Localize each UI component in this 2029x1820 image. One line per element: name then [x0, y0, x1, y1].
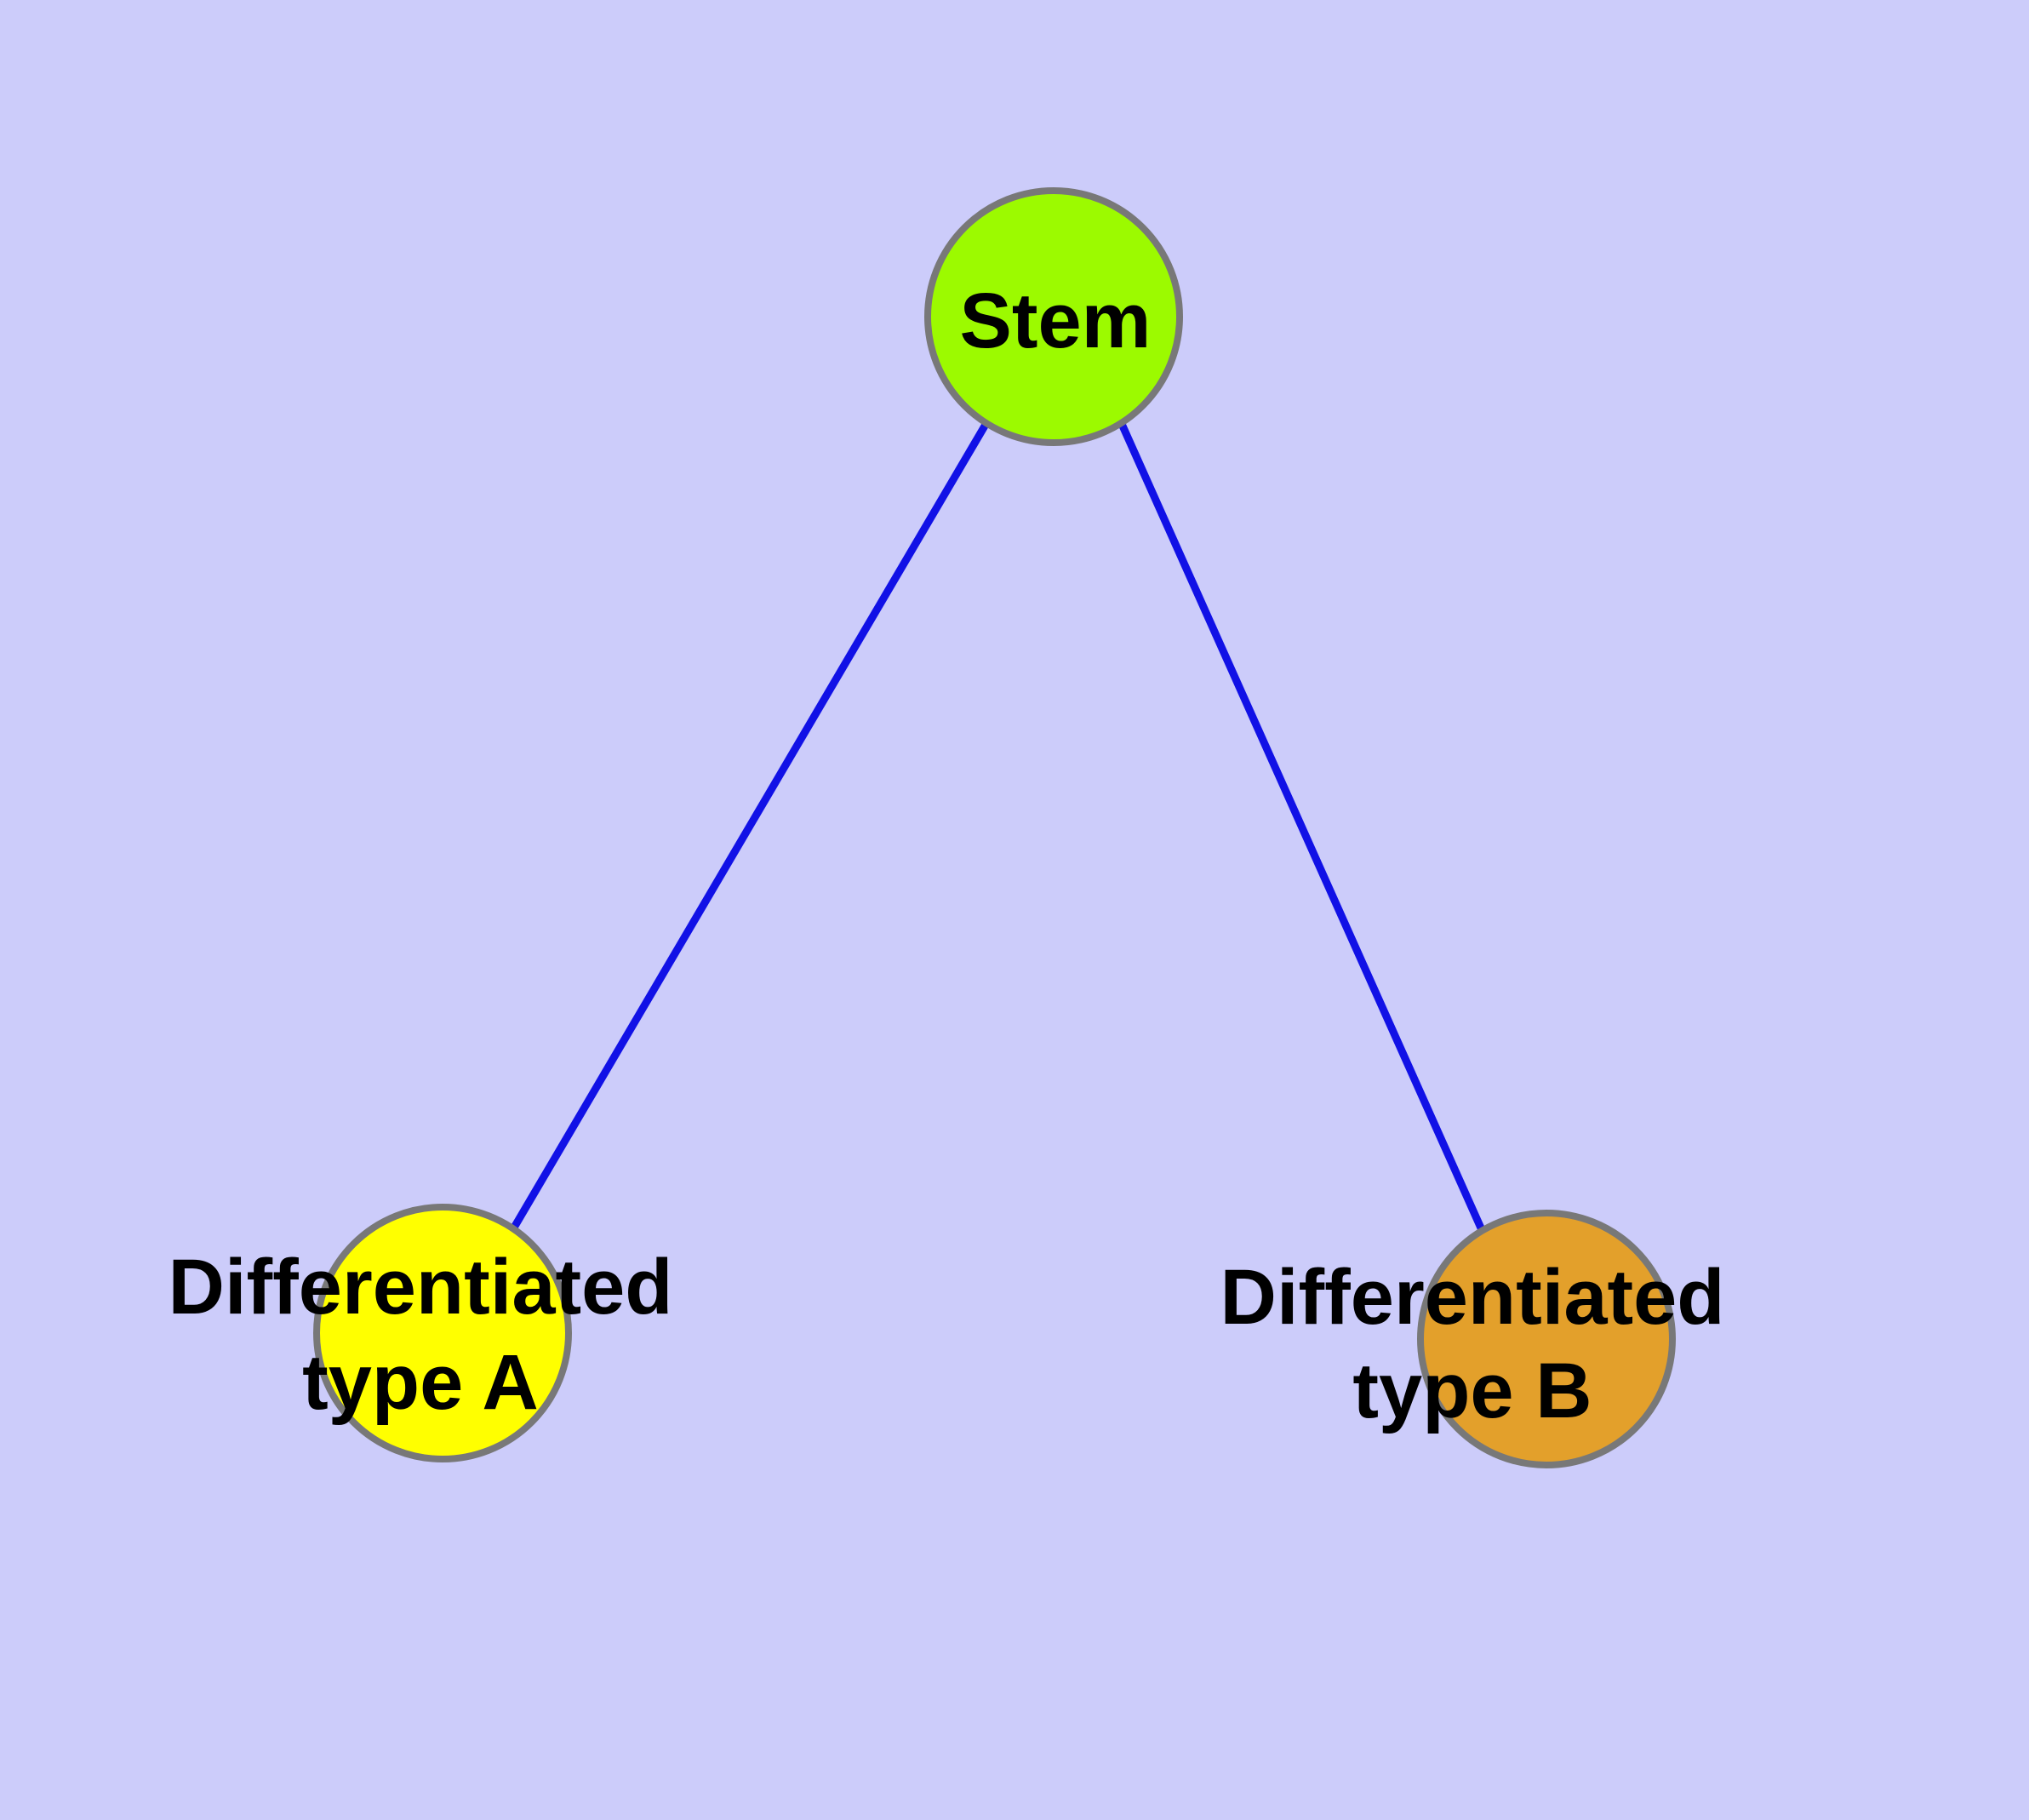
nodes-group: [313, 187, 1676, 1468]
labels-group: Stem Differentiated type A Differentiate…: [169, 278, 1725, 1434]
edge-stem-to-diff-a[interactable]: [511, 421, 990, 1230]
edge-stem-to-diff-b[interactable]: [1117, 422, 1487, 1233]
node-diff-b[interactable]: [1417, 1210, 1676, 1468]
node-stem[interactable]: [924, 187, 1183, 446]
node-diff-a-label-line-1: type A: [302, 1339, 539, 1426]
node-diff-b-label-line-0: Differentiated: [1220, 1254, 1725, 1341]
node-stem-label-line-0: Stem: [960, 278, 1152, 364]
node-diff-a[interactable]: [313, 1204, 572, 1462]
node-diff-a-label-line-0: Differentiated: [169, 1244, 673, 1331]
node-diff-b-label-line-1: type B: [1352, 1348, 1592, 1434]
edges-group: [511, 421, 1487, 1233]
